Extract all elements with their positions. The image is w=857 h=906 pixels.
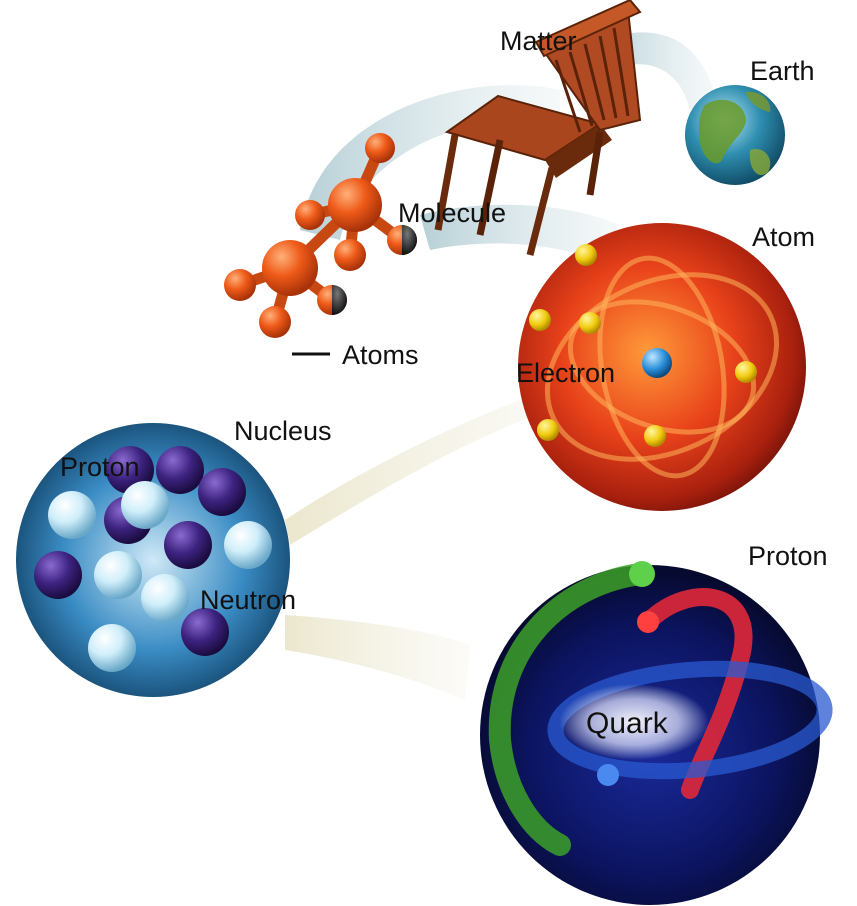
funnel-nucleus-to-proton <box>285 615 470 700</box>
label-atoms: Atoms <box>342 340 419 370</box>
electron-dot <box>537 419 559 441</box>
label-proton-nucleus: Proton <box>60 452 140 482</box>
nucleus-dot <box>642 348 672 378</box>
electron-dot <box>579 312 601 334</box>
nucleus-sphere <box>16 423 290 697</box>
label-proton-quarks: Proton <box>748 541 828 571</box>
electron-dot <box>735 361 757 383</box>
globe-icon <box>685 85 785 185</box>
label-neutron: Neutron <box>200 585 296 615</box>
label-matter: Matter <box>500 26 577 56</box>
label-nucleus: Nucleus <box>234 416 332 446</box>
electron-dot <box>575 244 597 266</box>
electron-dot <box>529 309 551 331</box>
label-electron: Electron <box>516 358 615 388</box>
electron-dot <box>644 425 666 447</box>
label-quark: Quark <box>586 707 669 740</box>
label-atom: Atom <box>752 222 815 252</box>
label-molecule: Molecule <box>398 198 506 228</box>
label-earth: Earth <box>750 56 815 86</box>
